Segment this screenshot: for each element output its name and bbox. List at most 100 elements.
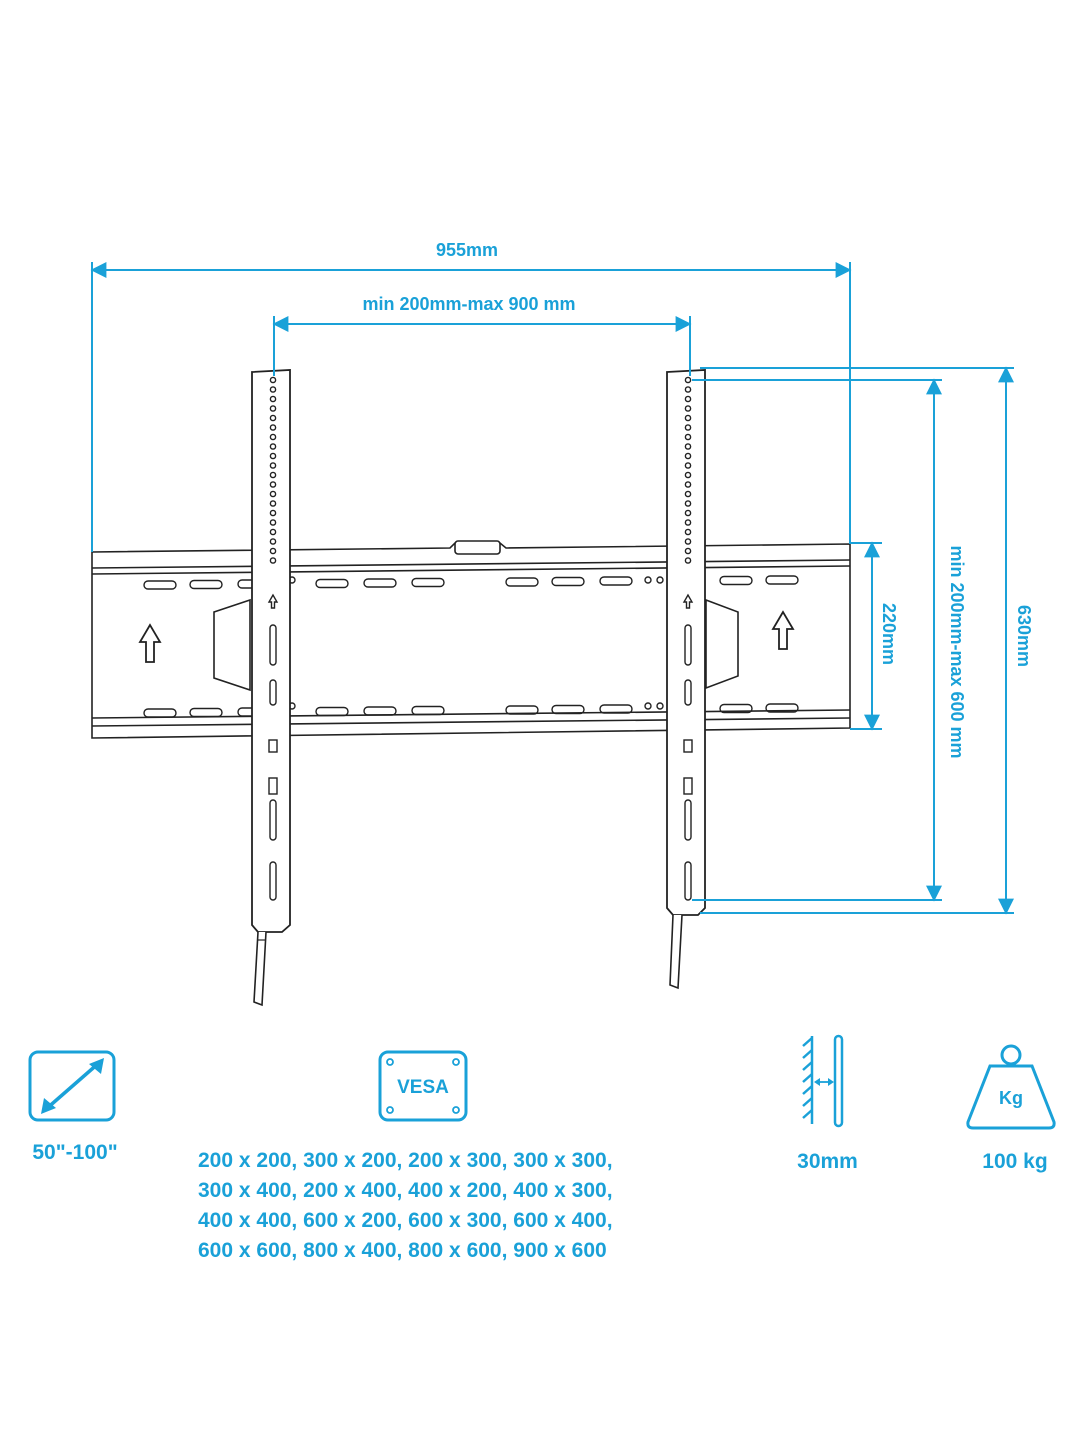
wall-gap-icon xyxy=(802,1034,844,1128)
plate-hole xyxy=(644,576,652,584)
arm-hole xyxy=(269,376,277,384)
arm-arrow xyxy=(682,593,694,609)
arm-hole xyxy=(684,519,692,526)
arm-hole xyxy=(269,395,277,403)
up-arrow-icon xyxy=(138,610,795,663)
arm-slot xyxy=(269,624,277,666)
plate-slot xyxy=(719,703,753,714)
arm-hole xyxy=(684,500,692,507)
arm-hole xyxy=(684,538,692,545)
arm-arrow xyxy=(267,593,279,609)
arm-hole xyxy=(269,405,277,412)
arm-hole xyxy=(684,547,692,555)
arm-clip xyxy=(268,777,278,795)
arm-hole xyxy=(684,471,692,479)
dim-vesa-vertical-label: min 200mm-max 600 mm xyxy=(947,545,967,758)
arm-hole xyxy=(269,519,277,526)
arm-hole xyxy=(684,376,692,384)
vesa-pattern-line: 600 x 600, 800 x 400, 800 x 600, 900 x 6… xyxy=(198,1239,607,1262)
arm-hole xyxy=(684,433,692,441)
arm-hole xyxy=(269,528,277,536)
arm-slot xyxy=(684,679,692,706)
plate-slot xyxy=(143,580,177,590)
plate-hole xyxy=(656,702,664,710)
arm-hole xyxy=(269,509,277,517)
plate-slot xyxy=(411,705,445,716)
arm-hole xyxy=(269,433,277,441)
diagonal-arrow-icon xyxy=(28,1050,116,1122)
vesa-pattern-line: 300 x 400, 200 x 400, 400 x 200, 400 x 3… xyxy=(198,1179,613,1202)
arm-hole xyxy=(269,443,277,450)
arm-hole xyxy=(269,424,277,431)
plate-slot xyxy=(315,706,349,717)
plate-slot xyxy=(315,578,349,589)
arm-hole xyxy=(684,509,692,517)
arm-hole xyxy=(684,462,692,469)
arm-hole xyxy=(684,405,692,412)
max-load-label: 100 kg xyxy=(982,1150,1048,1173)
arm-hole xyxy=(269,414,277,422)
arm-hole xyxy=(684,528,692,536)
arm-hole xyxy=(269,471,277,479)
arm-hole xyxy=(684,481,692,488)
arm-hole xyxy=(684,386,692,393)
plate-hole xyxy=(644,702,652,710)
arm-hole xyxy=(684,414,692,422)
arm-clip xyxy=(683,777,693,795)
arm-hole xyxy=(684,424,692,431)
plate-slot xyxy=(719,575,753,586)
plate-slot xyxy=(411,577,445,588)
plate-slot xyxy=(599,704,633,714)
plate-slot xyxy=(599,576,633,586)
vesa-pattern-line: 200 x 200, 300 x 200, 200 x 300, 300 x 3… xyxy=(198,1149,613,1172)
plate-slot xyxy=(765,703,799,713)
arm-slot xyxy=(684,861,692,901)
plate-slot xyxy=(765,575,799,585)
arm-hole xyxy=(269,547,277,555)
arm-hole xyxy=(684,452,692,460)
arm-hole xyxy=(269,557,277,564)
mount-arm-right xyxy=(666,369,706,990)
arm-hole xyxy=(684,443,692,450)
plate-slot xyxy=(551,704,585,715)
arm-hole xyxy=(269,500,277,507)
screen-size-label: 50"-100" xyxy=(32,1141,118,1164)
plate-cutout-left xyxy=(213,598,251,692)
plate-slot xyxy=(143,708,177,718)
arm-hole xyxy=(269,386,277,393)
mount-arm-left xyxy=(251,369,291,1007)
arm-hole xyxy=(269,481,277,488)
dimension-lines xyxy=(90,262,1014,915)
vesa-pattern-line: 400 x 400, 600 x 200, 600 x 300, 600 x 4… xyxy=(198,1209,613,1232)
arm-hole xyxy=(684,395,692,403)
vesa-icon-text: VESA xyxy=(397,1077,449,1098)
plate-slot xyxy=(189,579,223,590)
dim-overall-height-label: 630mm xyxy=(1014,605,1034,667)
arm-hole xyxy=(269,452,277,460)
plate-slot xyxy=(505,705,539,715)
plate-slot xyxy=(363,578,397,588)
arm-hole xyxy=(269,462,277,469)
plate-hole xyxy=(656,576,664,584)
level-handle xyxy=(454,540,501,555)
arm-holes xyxy=(267,376,694,901)
arm-slot xyxy=(269,679,277,706)
arm-hole xyxy=(269,490,277,498)
dim-vesa-horizontal-label: min 200mm-max 900 mm xyxy=(362,294,575,314)
arm-hole xyxy=(684,557,692,564)
plate-slot xyxy=(189,707,223,718)
vesa-pattern-list: 200 x 200, 300 x 200, 200 x 300, 300 x 3… xyxy=(198,1146,718,1266)
dim-rail-height-label: 220mm xyxy=(879,603,899,665)
wall-distance-label: 30mm xyxy=(797,1150,858,1173)
arm-clip xyxy=(683,739,693,753)
arm-hole xyxy=(684,490,692,498)
plate-slot xyxy=(551,576,585,587)
arm-hole xyxy=(269,538,277,545)
dim-overall-width-label: 955mm xyxy=(436,240,498,260)
arm-slot xyxy=(269,861,277,901)
vesa-icon: VESA xyxy=(378,1050,468,1122)
arm-slot xyxy=(684,624,692,666)
arm-clip xyxy=(268,739,278,753)
weight-icon-text: Kg xyxy=(999,1088,1023,1108)
